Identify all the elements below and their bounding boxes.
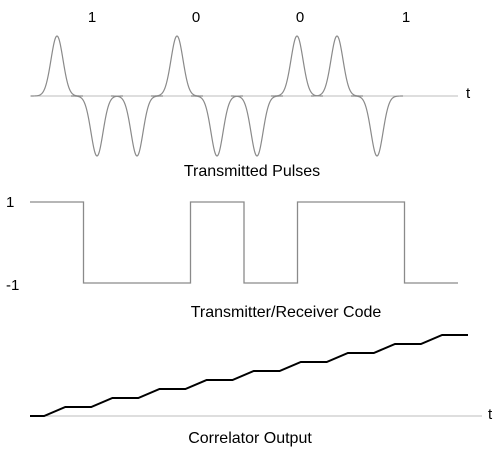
- pulse-3: [111, 95, 163, 157]
- pulse-5: [191, 95, 243, 157]
- pulses-title: Transmitted Pulses: [184, 163, 320, 180]
- code-title: Transmitter/Receiver Code: [191, 304, 382, 321]
- bit-label-1: 1: [88, 9, 96, 26]
- bit-label-4: 1: [402, 9, 410, 26]
- pulse-7: [271, 35, 323, 97]
- correlator-panel: t Correlator Output: [30, 334, 493, 447]
- correlator-title: Correlator Output: [188, 430, 312, 447]
- bit-label-3: 0: [296, 9, 304, 26]
- pulse-4: [151, 35, 203, 97]
- pulses-panel: 1 0 0 1 t Transmitted Pulses: [30, 9, 471, 180]
- bit-label-2: 0: [192, 9, 200, 26]
- pulse-1: [31, 35, 83, 97]
- code-panel: 1 -1 Transmitter/Receiver Code: [6, 194, 458, 321]
- code-y-high-label: 1: [6, 194, 14, 211]
- correlator-staircase: [30, 334, 468, 417]
- pulse-6: [231, 95, 283, 157]
- pulse-8: [311, 35, 363, 97]
- correlator-axis-label: t: [488, 406, 493, 423]
- pulse-9: [351, 95, 403, 157]
- pulse-2: [71, 95, 123, 157]
- code-waveform: [30, 201, 458, 284]
- code-y-low-label: -1: [6, 277, 19, 294]
- pulses-axis-label: t: [466, 85, 471, 102]
- pulses-waveforms: [31, 35, 403, 157]
